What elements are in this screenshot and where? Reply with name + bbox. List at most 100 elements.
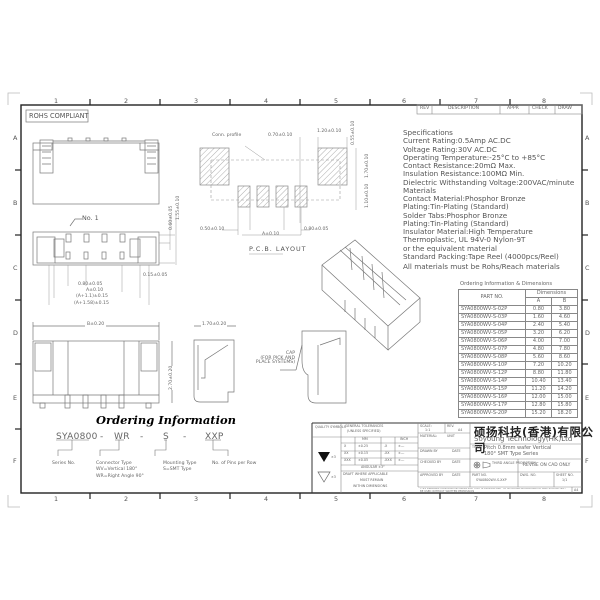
col-a-header: A [525, 297, 552, 306]
approved-by-label: APPROVED BY [420, 473, 444, 477]
draft-note-3: WITHIN DIMENSIONS [353, 484, 388, 488]
revise-note: REVISE ON CAD ONLY [523, 463, 571, 468]
pin1-label: No. 1 [82, 214, 99, 222]
legend-connector-type: Connector Type [96, 461, 132, 466]
sheet-frame [20, 104, 583, 494]
draft-note-1: DRAFT WHERE APPLICABLE [343, 472, 388, 476]
row-label-f: F [13, 457, 17, 465]
col-label-6: 6 [402, 97, 407, 105]
quality-symbol-1-suffix: ×3 [331, 455, 336, 459]
spec-line: or the equivalent material [403, 243, 497, 253]
scale-value: 1:1 [425, 428, 431, 432]
row-label-a: A [13, 134, 18, 142]
row-label-d: D [13, 329, 18, 337]
draft-note-2: MUST REMAIN [360, 478, 384, 482]
span-a158-dim: (A+1.58)±0.15 [74, 301, 109, 306]
spec-line: Solder Tabs:Phosphor Bronze [403, 210, 508, 220]
checked-date-label: DATE [452, 460, 461, 464]
tol-inch: ±--- [398, 458, 405, 462]
spec-line: Plating:Tin-Plating (Standard) [403, 202, 509, 212]
legend-pins: No. of Pins per Row [212, 461, 257, 466]
col-label-1: 1 [54, 97, 59, 105]
spec-title: Specifications [403, 128, 453, 137]
row-label-e: E [13, 394, 18, 402]
description-header: DESCRIPTION [448, 106, 480, 111]
spec-line: Contact Resistance:20mΩ Max. [403, 161, 516, 170]
height-dim: 2.70±0.20 [169, 365, 175, 390]
span-a11-dim: (A+1.1)±0.15 [76, 294, 108, 299]
approved-date-label: DATE [452, 473, 461, 477]
part-no-value: SYA0800WV-S-XXP [476, 478, 507, 482]
confidential-note: THIS DRAWING CONTAINS INFORMATION THAT I… [420, 488, 566, 493]
inch-header: INCH [400, 437, 409, 441]
col-label-2: 2 [124, 97, 129, 105]
iso-view [321, 239, 421, 351]
quality-symbols-label: QUALITY SYMBOLS [315, 425, 346, 429]
legend-series: Series No. [52, 461, 76, 466]
appr-header: APPR [507, 106, 519, 111]
rev-value: A4 [458, 428, 463, 432]
drawn-by-label: DRAWN BY [420, 449, 438, 453]
rohs-compliant-label: ROHS COMPLIANT [29, 112, 89, 120]
spec-line: Dielectric Withstanding Voltage:200VAC/m… [403, 177, 575, 187]
checked-by-label: CHECKED BY [420, 460, 442, 464]
tol-mm: ±0.15 [358, 451, 369, 455]
spec-line: Contact Material:Phosphor Bronze [403, 194, 526, 203]
scale-label: SCALE: [420, 424, 432, 428]
spec-line: Current Rating:0.5Amp AC.DC [403, 136, 511, 146]
tol-inch-key: .X [384, 444, 388, 448]
pad-gap-dim: 0.70±0.10 [268, 133, 293, 138]
spec-line: Standard Packing:Tape Reel (4000pcs/Reel… [403, 251, 559, 261]
col-label-5: 5 [334, 97, 339, 105]
row-label-f-right: F [585, 457, 589, 465]
cap-note: CAP (FOR PICK AND PLACE SYSTEMS) [255, 351, 295, 366]
ordering-info-title: Ordering Information [96, 413, 237, 427]
code-series: SYA0800 [56, 432, 98, 442]
angular-tolerance: ANGULAR ±3° [361, 465, 385, 469]
col-label-2-bottom: 2 [124, 495, 129, 503]
quality-symbol-2-suffix: ×3 [331, 475, 336, 479]
row-label-a-right: A [585, 134, 590, 142]
tol-mm: ±0.25 [358, 444, 369, 448]
tol-key: XX [344, 451, 349, 455]
sheet-no-label: SHEET NO. [556, 473, 574, 477]
sheet-size: A4 [574, 488, 579, 492]
company-name-cn: 硕扬科技(香港)有限公司 [474, 425, 594, 455]
dimension-table-title: Ordering Information & Dimensions [460, 281, 553, 287]
company-name-en: Soyoung Technology(HK)Ltd [474, 435, 573, 443]
front-view [32, 322, 173, 409]
row-label-b-right: B [585, 199, 590, 207]
tab-width-dim: 1.20±0.10 [317, 129, 342, 134]
code-sep-2: - [140, 432, 144, 442]
material-label: MATERIAL: [420, 434, 438, 438]
drawn-date-label: DATE [452, 449, 461, 453]
col-label-6-bottom: 6 [402, 495, 407, 503]
tol-inch-key: .XX [384, 451, 390, 455]
draw-header: DRAW [558, 106, 572, 111]
row-span-dim: 1.10±0.10 [365, 183, 370, 208]
lead-offset-dim: 0.15±0.05 [143, 273, 168, 278]
legend-wv: WV=Vertical 180° [96, 467, 138, 472]
legend-mounting-type: Mounting Type [163, 461, 197, 466]
spec-line: Operating Temperature:-25°C to +85°C [403, 152, 546, 162]
code-sep-3: - [183, 432, 187, 442]
dimensions-header: Dimensions [525, 289, 578, 298]
conn-profile-label: Conn. profile [212, 133, 242, 138]
drawing-title-line1: Pitch 0.8mm wafer Vertical [484, 445, 552, 451]
side-view [193, 325, 236, 403]
title-label: TITLE: [472, 445, 483, 449]
tol-inch: ±--- [398, 444, 405, 448]
drawing-title-line2: 180° SMT Type Series [484, 451, 539, 457]
row-label-e-right: E [585, 394, 590, 402]
